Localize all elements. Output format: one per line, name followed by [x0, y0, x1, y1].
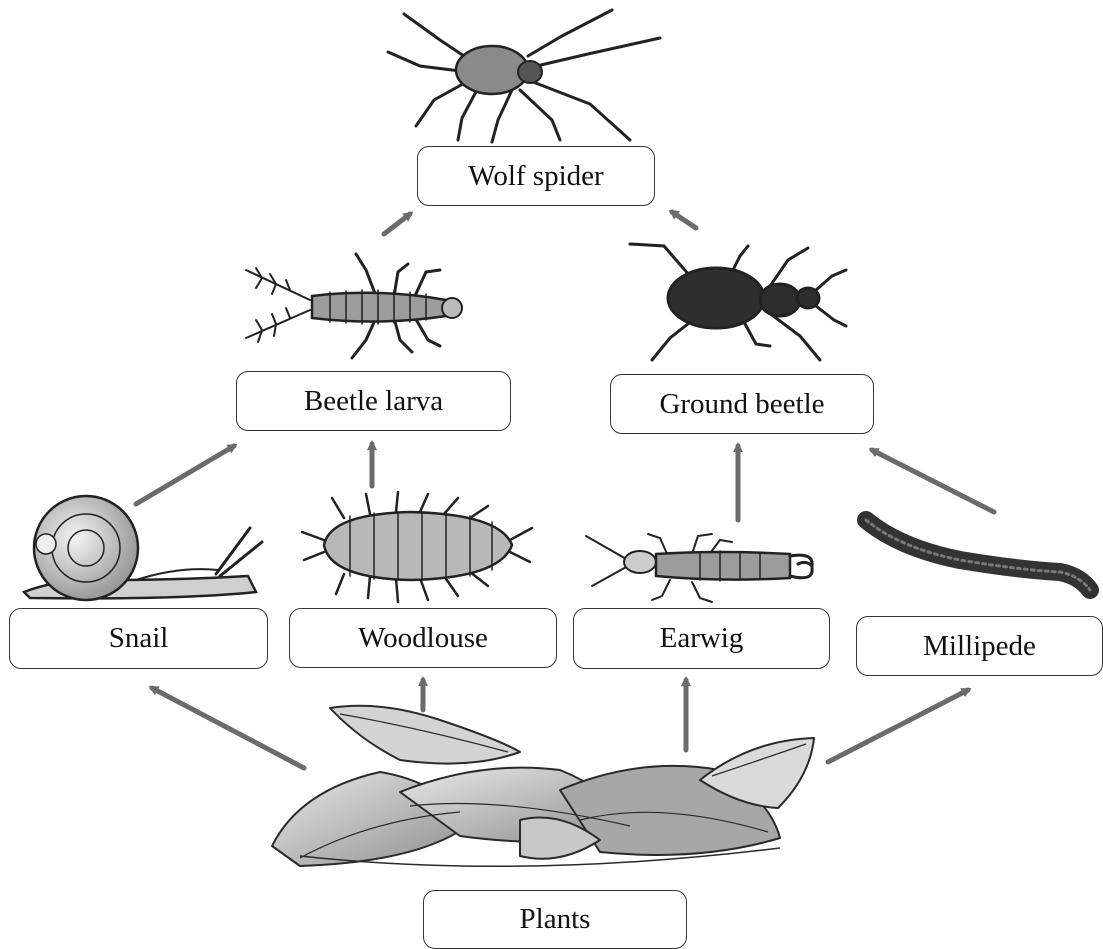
node-plants: Plants: [423, 890, 687, 949]
arrow-snail-to-larva: [136, 446, 234, 504]
arrow-larva-to-spider: [384, 214, 410, 234]
node-earwig: Earwig: [573, 608, 830, 669]
woodlouse-illustration: [302, 492, 532, 602]
food-chain-arrows: [136, 212, 994, 768]
node-wolf-spider: Wolf spider: [417, 146, 655, 206]
beetle-larva-illustration: [246, 254, 462, 358]
node-ground-beetle: Ground beetle: [610, 374, 874, 434]
leaf-litter-illustration: [272, 706, 814, 867]
arrow-millipede-to-ground-beetle: [872, 450, 994, 512]
arrow-plants-to-millipede: [828, 690, 968, 762]
wolf-spider-illustration: [388, 10, 660, 142]
earwig-illustration: [586, 534, 812, 602]
arrow-ground-beetle-to-spider: [672, 212, 696, 228]
arrow-plants-to-snail: [152, 688, 304, 768]
node-beetle-larva: Beetle larva: [236, 371, 511, 431]
node-woodlouse: Woodlouse: [289, 608, 557, 668]
node-millipede: Millipede: [856, 616, 1103, 676]
node-snail: Snail: [9, 608, 268, 669]
snail-illustration: [24, 496, 262, 600]
ground-beetle-illustration: [630, 244, 846, 360]
millipede-illustration: [866, 520, 1090, 590]
